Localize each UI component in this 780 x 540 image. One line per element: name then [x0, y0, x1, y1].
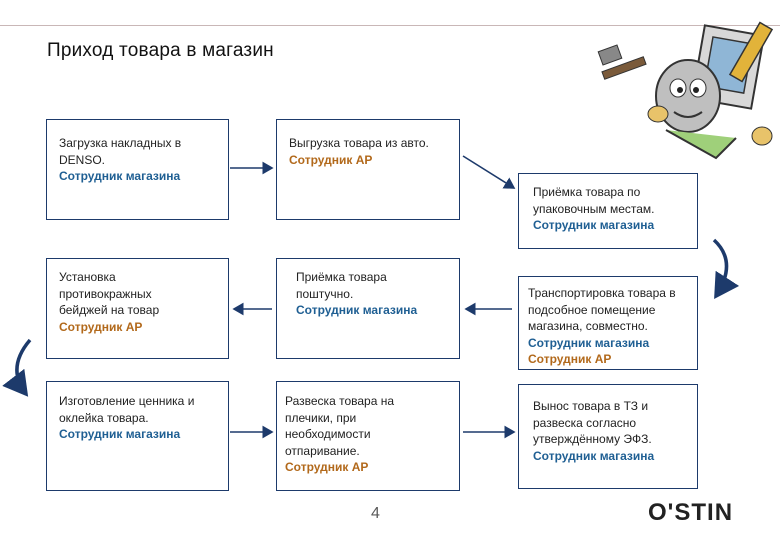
page-title: Приход товара в магазин	[47, 40, 274, 61]
step-text: Транспортировка товара в подсобное помещ…	[528, 286, 676, 333]
step-box-price-labels: Изготовление ценника и оклейка товара. С…	[46, 381, 229, 491]
step-box-package-acceptance: Приёмка товара по упаковочным местам. Со…	[518, 173, 698, 249]
step-text: Приёмка товара поштучно.	[296, 270, 387, 301]
step-role: Сотрудник магазина	[528, 335, 650, 350]
top-divider	[0, 25, 780, 26]
ostin-logo: O'STIN	[648, 499, 734, 526]
step-text: Приёмка товара по упаковочным местам.	[533, 185, 655, 216]
step-role-secondary: Сотрудник АР	[528, 352, 612, 366]
step-role: Сотрудник АР	[289, 152, 373, 167]
step-role: Сотрудник магазина	[533, 448, 655, 463]
step-box-sales-floor: Вынос товара в ТЗ и развеска согласно ут…	[518, 384, 698, 489]
step-role: Сотрудник магазина	[59, 427, 181, 441]
step-role: Сотрудник магазина	[296, 303, 418, 317]
step-role: Сотрудник АР	[59, 319, 143, 334]
step-box-unloading: Выгрузка товара из авто. Сотрудник АР	[276, 119, 460, 220]
step-role: Сотрудник магазина	[59, 169, 181, 183]
step-role: Сотрудник магазина	[533, 218, 655, 232]
step-text: Развеска товара на плечики, при необходи…	[285, 394, 395, 458]
step-role: Сотрудник АР	[285, 460, 369, 474]
arrow-b2-b3	[462, 155, 516, 189]
arrow-b6-b7	[2, 338, 32, 397]
step-text: Вынос товара в ТЗ и развеска согласно ут…	[533, 399, 652, 446]
step-box-piece-acceptance: Приёмка товара поштучно. Сотрудник магаз…	[276, 258, 460, 359]
arrow-b3-b4	[712, 238, 740, 299]
step-text: Изготовление ценника и оклейка товара.	[59, 394, 195, 425]
step-box-antitheft-tags: Установка противокражных бейджей на това…	[46, 258, 229, 359]
worker-character-illustration	[597, 21, 774, 160]
step-text: Установка противокражных бейджей на това…	[59, 270, 160, 317]
page-number: 4	[371, 505, 380, 522]
step-box-hanging: Развеска товара на плечики, при необходи…	[276, 381, 460, 491]
step-text: Загрузка накладных в DENSO.	[59, 136, 182, 167]
step-box-invoice-upload: Загрузка накладных в DENSO. Сотрудник ма…	[46, 119, 229, 220]
step-text: Выгрузка товара из авто.	[289, 136, 429, 150]
step-box-transport-storage: Транспортировка товара в подсобное помещ…	[518, 276, 698, 370]
